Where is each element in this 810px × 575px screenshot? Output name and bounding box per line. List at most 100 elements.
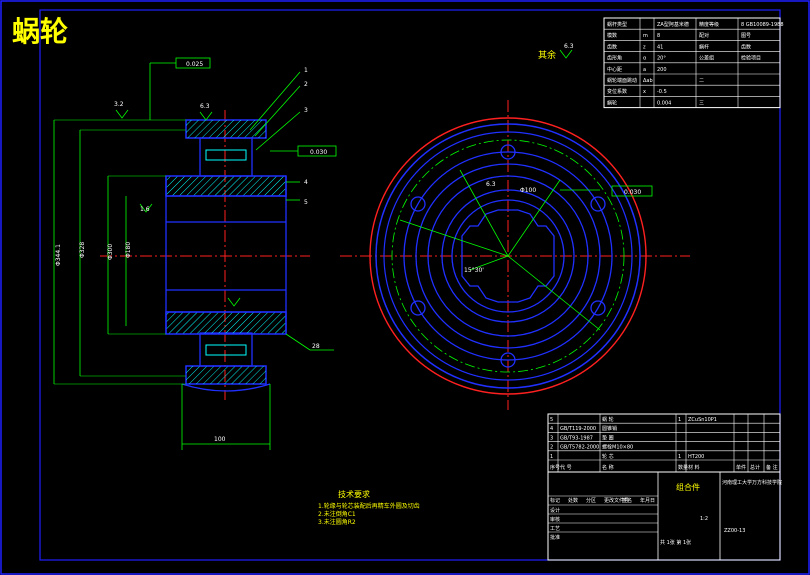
note-3: 3.未注圆角R2: [318, 518, 356, 526]
roughness-c: 1.6: [140, 206, 150, 213]
param-cell: 8: [657, 33, 660, 39]
bom-cell: GB/T93-1987: [560, 435, 593, 441]
note-2: 2.未注倒角C1: [318, 510, 356, 518]
param-cell: 精度等级: [699, 21, 719, 28]
bolt-hole: [410, 196, 426, 212]
rim-top-hatch: [186, 120, 266, 138]
param-cell: 齿数: [741, 43, 751, 50]
tol-a: 0.025: [186, 61, 203, 68]
roughness-other-value: 6.3: [564, 43, 574, 50]
bom-cell: 1: [678, 417, 681, 423]
title-label: 审核: [550, 516, 560, 523]
bolt-hole: [500, 144, 516, 160]
web-top: [199, 137, 253, 177]
param-cell: 8 GB10089-1988: [741, 22, 784, 28]
bom-cell: 1: [550, 454, 553, 460]
school-name: 河南理工大学万方科技学院: [722, 479, 782, 486]
rim-bottom-hatch: [186, 366, 266, 384]
front-dia: Φ100: [520, 187, 536, 194]
title-label: 批准: [550, 534, 560, 541]
title-label: 更改文件号: [604, 497, 629, 504]
keyway-dim: 28: [312, 343, 320, 350]
bom-header: 备 注: [766, 464, 778, 471]
bolt-hole: [590, 196, 606, 212]
bom-cell: 3: [550, 435, 553, 441]
callout-1: 1: [304, 67, 308, 74]
spline-bore: [461, 209, 555, 303]
param-cell: 中心距: [607, 66, 622, 73]
bom-header: 数量: [678, 464, 688, 471]
roughness-b: 6.3: [200, 103, 210, 110]
bom-cell: 4: [550, 426, 553, 432]
title-label: 签名: [622, 497, 632, 504]
front-tol: 0.030: [624, 189, 641, 196]
param-cell: -0.5: [657, 89, 667, 95]
hub-bottom: [165, 311, 287, 335]
front-roughness: 6.3: [486, 181, 496, 188]
param-cell: x: [643, 89, 646, 95]
bolt-top: [205, 149, 247, 161]
dim-dia-outer: Φ344.1: [55, 244, 62, 266]
param-cell: m: [643, 33, 648, 39]
dim-dia-3: Φ300: [107, 244, 114, 260]
param-cell: 齿数: [607, 43, 617, 50]
circle-outer: [369, 117, 647, 395]
bom-cell: 2: [550, 445, 553, 451]
circle-rim: [375, 123, 641, 389]
tech-notes: 技术要求 1.轮缘与轮芯装配后再精车外圆及切齿 2.未注倒角C1 3.未注圆角R…: [318, 489, 420, 526]
param-cell: α: [643, 56, 647, 62]
callout-4: 4: [304, 179, 308, 186]
bom-header: 名 称: [602, 464, 614, 471]
param-cell: z: [643, 44, 646, 50]
hub-top: [165, 175, 287, 197]
param-cell: 0.004: [657, 100, 671, 106]
param-cell: ZA型阿基米德: [657, 21, 689, 28]
bom-header: 单件: [736, 464, 746, 471]
bolt-hole: [500, 352, 516, 368]
circle-bolt-pcd: [391, 139, 625, 373]
callout-3: 3: [304, 107, 308, 114]
bolt-hole: [590, 300, 606, 316]
param-cell: 蜗杆: [699, 43, 709, 50]
param-cell: 蜗轮: [607, 99, 617, 106]
title-label: 处数: [568, 497, 578, 504]
param-cell: 齿形角: [607, 55, 622, 62]
param-cell: 200: [657, 67, 667, 73]
front-view: 15°30' 6.3 Φ100 0.030: [340, 100, 690, 410]
dim-width: 100: [214, 436, 226, 443]
bom-cell: 蜗 轮: [602, 416, 614, 423]
front-tol-frame: [611, 185, 653, 197]
circle-bore: [451, 199, 565, 313]
bom-cell: 圆锥销: [602, 425, 617, 432]
param-cell: 变位系数: [607, 88, 627, 95]
param-cell: 三: [699, 100, 704, 106]
title-label: 工艺: [550, 526, 560, 532]
note-1: 1.轮缘与轮芯装配后再精车外圆及切齿: [318, 502, 420, 510]
inner-frame: [39, 9, 781, 561]
title-label: 设计: [550, 507, 560, 514]
param-cell: 检验项目: [741, 55, 761, 62]
dim-dia-4: Φ180: [125, 242, 132, 258]
notes-title: 技术要求: [338, 489, 370, 499]
bom-cell: ZCuSn10P1: [688, 417, 717, 423]
bom-header: 总计: [750, 464, 760, 471]
param-cell: 配对: [699, 32, 709, 39]
bom-cell: 1: [678, 454, 681, 460]
bom-cell: 5: [550, 417, 553, 423]
bom-cell: 螺栓M10×80: [602, 444, 633, 451]
callout-2: 2: [304, 81, 308, 88]
bom-cell: HT200: [688, 454, 704, 460]
param-cell: 蜗轮端面跳动: [607, 77, 637, 84]
param-cell: 41: [657, 44, 663, 50]
bom-cell: GB/T5782-2000: [560, 445, 599, 451]
drawing-title: 蜗轮: [12, 15, 68, 48]
title-label: 分区: [586, 497, 596, 504]
web-bottom: [199, 332, 253, 367]
param-cell: 模数: [607, 32, 617, 39]
drawing-number: ZZ00-13: [724, 528, 745, 534]
param-cell: 20°: [657, 56, 666, 62]
bom-cell: 垫 圈: [602, 434, 614, 441]
